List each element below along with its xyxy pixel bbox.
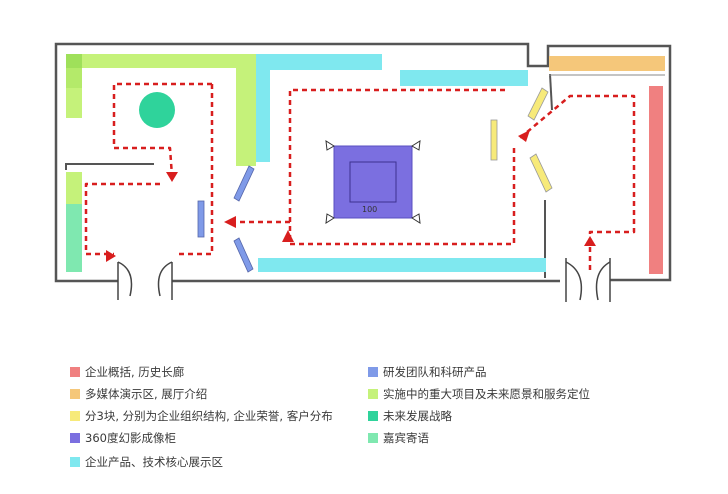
zone-history [649, 86, 663, 274]
legend-swatch [70, 457, 80, 467]
legend-swatch [368, 433, 378, 443]
legend-swatch [70, 367, 80, 377]
outer-walls [54, 42, 672, 283]
zone-hologram [325, 140, 421, 224]
right-entrance-door [565, 258, 611, 302]
zone-guest-message [66, 204, 82, 272]
legend-swatch [368, 411, 378, 421]
zone-multimedia [549, 56, 665, 71]
zone-projects [66, 54, 256, 204]
legend-swatch [70, 433, 80, 443]
legend-swatch [70, 389, 80, 399]
legend-swatch [70, 411, 80, 421]
path-arrows [106, 130, 596, 262]
zone-products [256, 54, 546, 272]
scale-label: 100 [362, 205, 377, 214]
legend-swatch [368, 389, 378, 399]
left-entrance-door [117, 261, 173, 300]
zone-org-structure [490, 87, 553, 193]
zone-future-strategy [139, 92, 175, 128]
zone-rd [197, 165, 255, 273]
legend-swatch [368, 367, 378, 377]
